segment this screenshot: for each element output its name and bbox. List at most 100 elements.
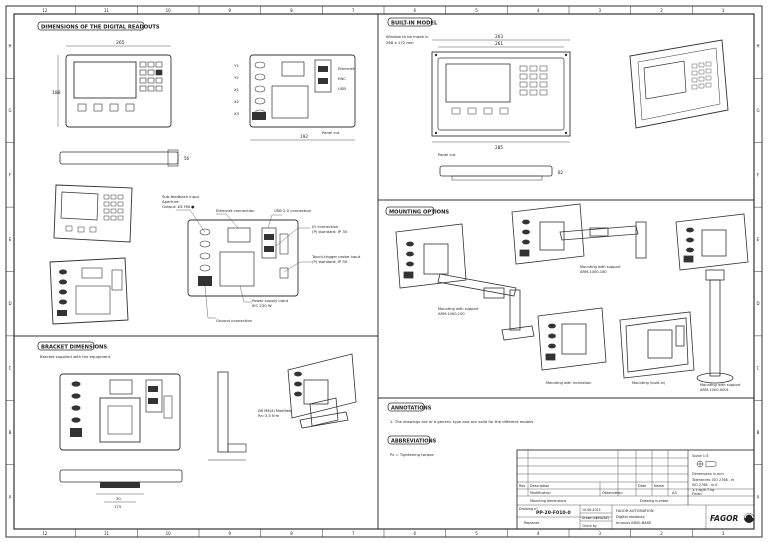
bracket-rear-body <box>59 373 181 451</box>
grid-col-label: 8 <box>290 531 293 536</box>
mount-label-arm1: Mounting with support <box>438 307 479 311</box>
grid-row-label: C <box>757 366 760 371</box>
grid-col-label: 1 <box>722 8 725 13</box>
bracket-note: Bracket supplied with the equipment <box>40 354 111 359</box>
mount-label-arm2b: ARM-1000-180 <box>580 270 607 274</box>
section-title-mount: MOUNTING OPTIONS <box>389 210 449 216</box>
axis-x9: ENC <box>338 76 346 81</box>
grid-col-label: 11 <box>104 531 110 536</box>
mount-tilt <box>537 307 607 371</box>
section-dimensions: DIMENSIONS OF THE DIGITAL READOUTS 265 1… <box>37 21 361 325</box>
axis-x4: X2 <box>234 99 240 104</box>
grid-col-label: 2 <box>660 531 663 536</box>
tb-modification: Modification <box>530 491 551 495</box>
rear-view-connectors <box>252 61 328 120</box>
section-title-bracket: BRACKET DIMENSIONS <box>41 345 107 351</box>
callout-io-2: (P) standard: IP 30 <box>312 229 348 234</box>
grid-row-label: H <box>756 44 759 49</box>
grid-row-label: B <box>757 430 760 435</box>
section-tag-dims <box>37 21 145 31</box>
axis-x5: X3 <box>234 111 240 116</box>
axis-x8: Ethernet <box>338 66 355 71</box>
tb-obs: Observation <box>602 491 623 495</box>
dim-w5: 261 <box>495 41 503 46</box>
tb-title: FAGOR AUTOMATION <box>616 509 654 513</box>
front-view-screen <box>73 61 137 99</box>
tb-date-col: Date <box>638 484 646 488</box>
panel-cut-label-2: Panel cut <box>438 152 456 157</box>
mount-label-pole: Mounting with support <box>700 383 741 387</box>
grid-col-label: 10 <box>166 531 172 536</box>
callout-io: IO connection <box>312 224 339 229</box>
axis-x3: X1 <box>234 87 240 92</box>
axis-x1: Y1 <box>234 63 239 68</box>
callout-sub-input-3: Output: Ø1 M6 ● <box>162 204 195 209</box>
section-title-dims: DIMENSIONS OF THE DIGITAL READOUTS <box>41 25 160 31</box>
built-in-iso <box>629 39 729 129</box>
cutout-note: Window to be made in <box>386 34 429 39</box>
grid-row-label: A <box>9 494 12 499</box>
section-tag-built <box>387 17 433 27</box>
mount-label-tilt: Mounting with inclination <box>546 381 591 385</box>
grid-row-label: G <box>8 108 11 113</box>
tb-vendor: Drawing number <box>640 499 669 503</box>
tb-dimensions-in: Dimensions in mm <box>692 472 724 476</box>
tb-check-by: Check by <box>582 524 597 528</box>
grid-col-label: 11 <box>104 8 110 13</box>
fagor-logo: FAGOR <box>710 513 754 523</box>
grid-row-label: F <box>9 172 12 177</box>
callout-ethernet: Ethernet connection <box>216 208 255 213</box>
axis-x2: Y2 <box>234 75 239 80</box>
grid-col-label: 5 <box>475 531 478 536</box>
grid-col-label: 6 <box>414 531 417 536</box>
callout-sub-input-2: Aperture <box>162 199 179 204</box>
grid-row-label: H <box>8 44 11 49</box>
grid-col-label: 4 <box>537 8 540 13</box>
dim-t1: 56 <box>184 156 190 161</box>
iso-rear-view <box>49 257 129 325</box>
dim-t2: 82 <box>558 170 564 175</box>
dim-w6: 285 <box>495 145 503 150</box>
grid-row-label: A <box>757 494 760 499</box>
mount-label-arm2: Mounting with support <box>580 265 621 269</box>
built-in-panel <box>431 51 571 137</box>
abbreviation-note: Pz = Tightening torque <box>390 452 434 457</box>
fagor-logo-text: FAGOR <box>710 514 738 523</box>
callout-ground: Ground connection <box>216 318 253 323</box>
annotation-note: 1. The drawings are of a generic type an… <box>390 419 533 424</box>
grid-col-label: 1 <box>722 531 725 536</box>
projection-symbol <box>696 460 717 468</box>
grid-col-label: 12 <box>42 531 48 536</box>
tb-part: Mounting dimensions <box>530 499 567 503</box>
callout-sub-input: Sub-feedback input <box>162 194 200 199</box>
mount-arm-top <box>511 203 647 265</box>
grid-col-label: 8 <box>290 8 293 13</box>
callout-touch: Touch-trigger probe input <box>311 254 361 259</box>
bracket-bottom-view <box>59 469 183 483</box>
mount-label-pole2: ARM-1000-0001 <box>700 388 729 392</box>
section-built-in: BUILT-IN MODEL Window to be made in 268 … <box>386 17 729 181</box>
bracket-side-view <box>217 371 229 453</box>
section-tag-mount <box>385 206 435 216</box>
grid-col-label: 4 <box>537 531 540 536</box>
tb-tolerance: Tolerances: ISO 2768 - m <box>691 478 735 482</box>
grid-row-label: G <box>756 108 759 113</box>
tb-general-tol: ISO 2768 - m.K <box>692 483 718 487</box>
tb-replaces: Replaces <box>524 521 539 525</box>
rear-view-body <box>249 54 356 128</box>
grid-col-label: 7 <box>352 8 355 13</box>
title-block: Scale 1:5 Dimensions in mm Tolerances: I… <box>516 449 755 530</box>
section-annotations: ANNOTATIONS 1. The drawings are of a gen… <box>387 402 533 457</box>
tb-date-val: 10-06-2023 <box>582 508 601 512</box>
grid-row-label: C <box>9 366 12 371</box>
grid-row-label: B <box>9 430 12 435</box>
front-view-keypad <box>77 61 163 112</box>
grid-col-label: 9 <box>229 8 232 13</box>
bracket-mount-note-2: Pz=3,5 N·m <box>258 414 280 418</box>
grid-col-label: 3 <box>599 531 602 536</box>
tb-weight: 1.1 kg/0.7 kg <box>692 488 714 492</box>
section-title-abbreviations: ABBREVIATIONS <box>391 439 437 445</box>
